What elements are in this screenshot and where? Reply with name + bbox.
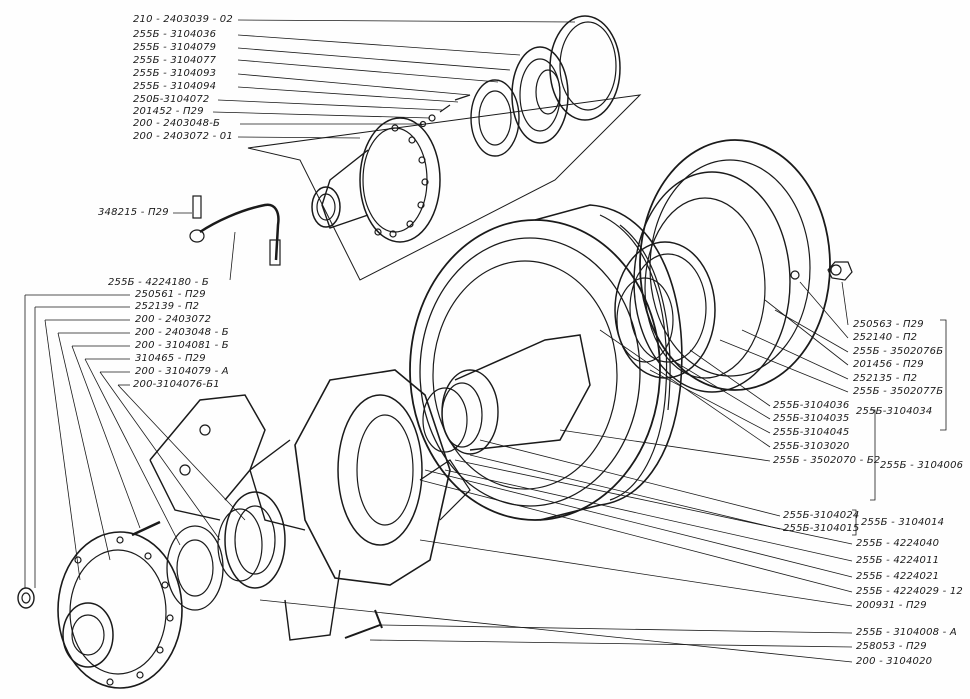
label-r11: 255Б-3103020: [773, 441, 850, 452]
label-r18: 255Б - 4224011: [856, 555, 940, 566]
label-r20: 255Б - 4224029 - 12: [856, 586, 963, 597]
leader-l19-drop: [99, 371, 221, 541]
label-l10: 200 - 2403072 - 01: [133, 131, 233, 142]
label-l06: 255Б - 3104094: [133, 81, 217, 92]
axle-spindle: [422, 334, 591, 455]
label-l13: 250561 - П29: [135, 289, 206, 300]
label-l17: 200 - 3104081 - Б: [135, 340, 229, 351]
label-r16: 255Б-3104015: [783, 523, 860, 534]
brake-drum: [409, 204, 683, 521]
label-r21: 200931 - П29: [856, 600, 927, 611]
label-l02: 255Б - 3104036: [133, 29, 217, 40]
right-nut: [827, 261, 853, 281]
leader-r12: [559, 429, 771, 462]
label-l08: 201452 - П29: [133, 106, 204, 117]
label-r06: 255Б - 3502077Б: [853, 386, 944, 397]
label-r02: 252140 - П2: [853, 332, 918, 343]
label-l03: 255Б - 3104079: [133, 42, 217, 53]
label-r05: 252135 - П2: [853, 373, 918, 384]
label-l04: 255Б - 3104077: [133, 55, 217, 66]
leader-l18-drop: [84, 358, 181, 546]
leader-r18: [444, 469, 853, 562]
label-l14: 252139 - П2: [135, 301, 200, 312]
leader-r20: [419, 479, 853, 593]
leader-l07: [217, 99, 443, 111]
brake-shoes: [614, 241, 716, 379]
bracket-r13: [870, 409, 876, 501]
label-r10: 255Б-3104045: [773, 427, 850, 438]
label-r24: 200 - 3104020: [856, 656, 933, 667]
label-l01: 210 - 2403039 - 02: [133, 14, 233, 25]
label-l09: 200 - 2403048-Б: [133, 118, 221, 129]
leader-l17-drop: [71, 345, 141, 529]
small-stud: [131, 520, 161, 537]
label-r22: 255Б - 3104008 - А: [856, 627, 957, 638]
leader-r16: [469, 454, 781, 530]
label-r01: 250563 - П29: [853, 319, 924, 330]
leader-r05: [741, 329, 849, 380]
wheel-hub-spoked: [249, 369, 471, 641]
label-l05: 255Б - 3104093: [133, 68, 217, 79]
leader-r19: [424, 469, 853, 578]
label-l19: 200 - 3104079 - А: [135, 366, 229, 377]
label-r04: 201456 - П29: [853, 359, 924, 370]
label-r15: 255Б - 3104014: [861, 517, 945, 528]
leader-r22: [379, 624, 853, 634]
label-r14: 255Б-3104024: [783, 510, 860, 521]
leader-l05: [237, 73, 471, 96]
hub-cap-upper: [311, 117, 441, 243]
leader-l12: [229, 231, 236, 281]
leader-r07: [689, 349, 771, 407]
label-r17: 255Б - 4224040: [856, 538, 940, 549]
leader-r21: [419, 539, 853, 607]
label-l20: 200-3104076-Б1: [133, 379, 220, 390]
leader-l10: [237, 136, 361, 139]
inner-bearing: [166, 491, 286, 611]
upper-bearing-group: [419, 15, 621, 157]
leader-r08: [671, 359, 771, 420]
label-l07: 250Б-3104072: [133, 94, 210, 105]
steering-knuckle: [149, 394, 266, 521]
leader-r01: [841, 281, 849, 326]
leader-r24: [259, 599, 853, 663]
leader-l20-drop: [117, 384, 246, 521]
leader-l02: [237, 34, 521, 56]
label-r23: 258053 - П29: [856, 641, 927, 652]
leader-l03: [237, 47, 511, 71]
bracket-r15: [852, 509, 857, 536]
label-r07: 255Б-3104036: [773, 400, 850, 411]
leader-r04: [764, 299, 849, 366]
nut-left: [17, 587, 35, 609]
label-l11: 348215 - П29: [98, 207, 169, 218]
leader-r11: [599, 329, 771, 448]
leader-l15-drop: [44, 319, 81, 581]
leader-r06: [719, 339, 849, 393]
inset-frame: [247, 94, 642, 281]
leader-r17: [454, 459, 853, 545]
bent-pipe-fitting: [189, 195, 281, 266]
leader-l06: [237, 86, 459, 103]
leader-r02: [799, 281, 849, 339]
leader-r10: [649, 369, 771, 434]
leader-r14: [479, 439, 781, 517]
leader-l04: [237, 59, 499, 83]
label-r09: 255Б-3104034: [856, 406, 933, 417]
label-l12: 255Б - 4224180 - Б: [108, 277, 209, 288]
label-r08: 255Б-3104035: [773, 413, 850, 424]
label-l18: 310465 - П29: [135, 353, 206, 364]
leader-l16-drop: [57, 332, 111, 561]
bracket-r09: [940, 319, 947, 431]
label-r19: 255Б - 4224021: [856, 571, 940, 582]
label-r13: 255Б - 3104006: [880, 460, 964, 471]
stud-bolt: [344, 609, 383, 639]
leader-l08: [212, 111, 431, 119]
label-r12: 255Б - 3502070 - Б2: [773, 455, 881, 466]
leader-r23: [369, 639, 853, 648]
leader-l01: [237, 19, 576, 23]
label-l15: 200 - 2403072: [135, 314, 212, 325]
label-l16: 200 - 2403048 - Б: [135, 327, 229, 338]
label-r03: 255Б - 3502076Б: [853, 346, 944, 357]
